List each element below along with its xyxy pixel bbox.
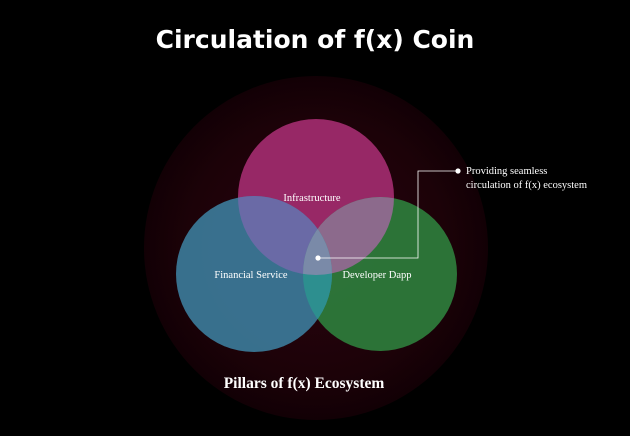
callout-line-1: Providing seamless (466, 166, 547, 177)
diagram-title: Circulation of f(x) Coin (156, 25, 475, 54)
footer-caption: Pillars of f(x) Ecosystem (224, 375, 385, 392)
callout-connector (318, 170, 458, 259)
callout-end-dot (455, 168, 461, 174)
developer-dapp-label: Developer Dapp (342, 270, 411, 281)
financial-service-label: Financial Service (214, 270, 288, 281)
infrastructure-label: Infrastructure (283, 193, 340, 204)
callout-line-2: circulation of f(x) ecosystem (466, 180, 587, 191)
callout-anchor-dot (315, 255, 321, 261)
